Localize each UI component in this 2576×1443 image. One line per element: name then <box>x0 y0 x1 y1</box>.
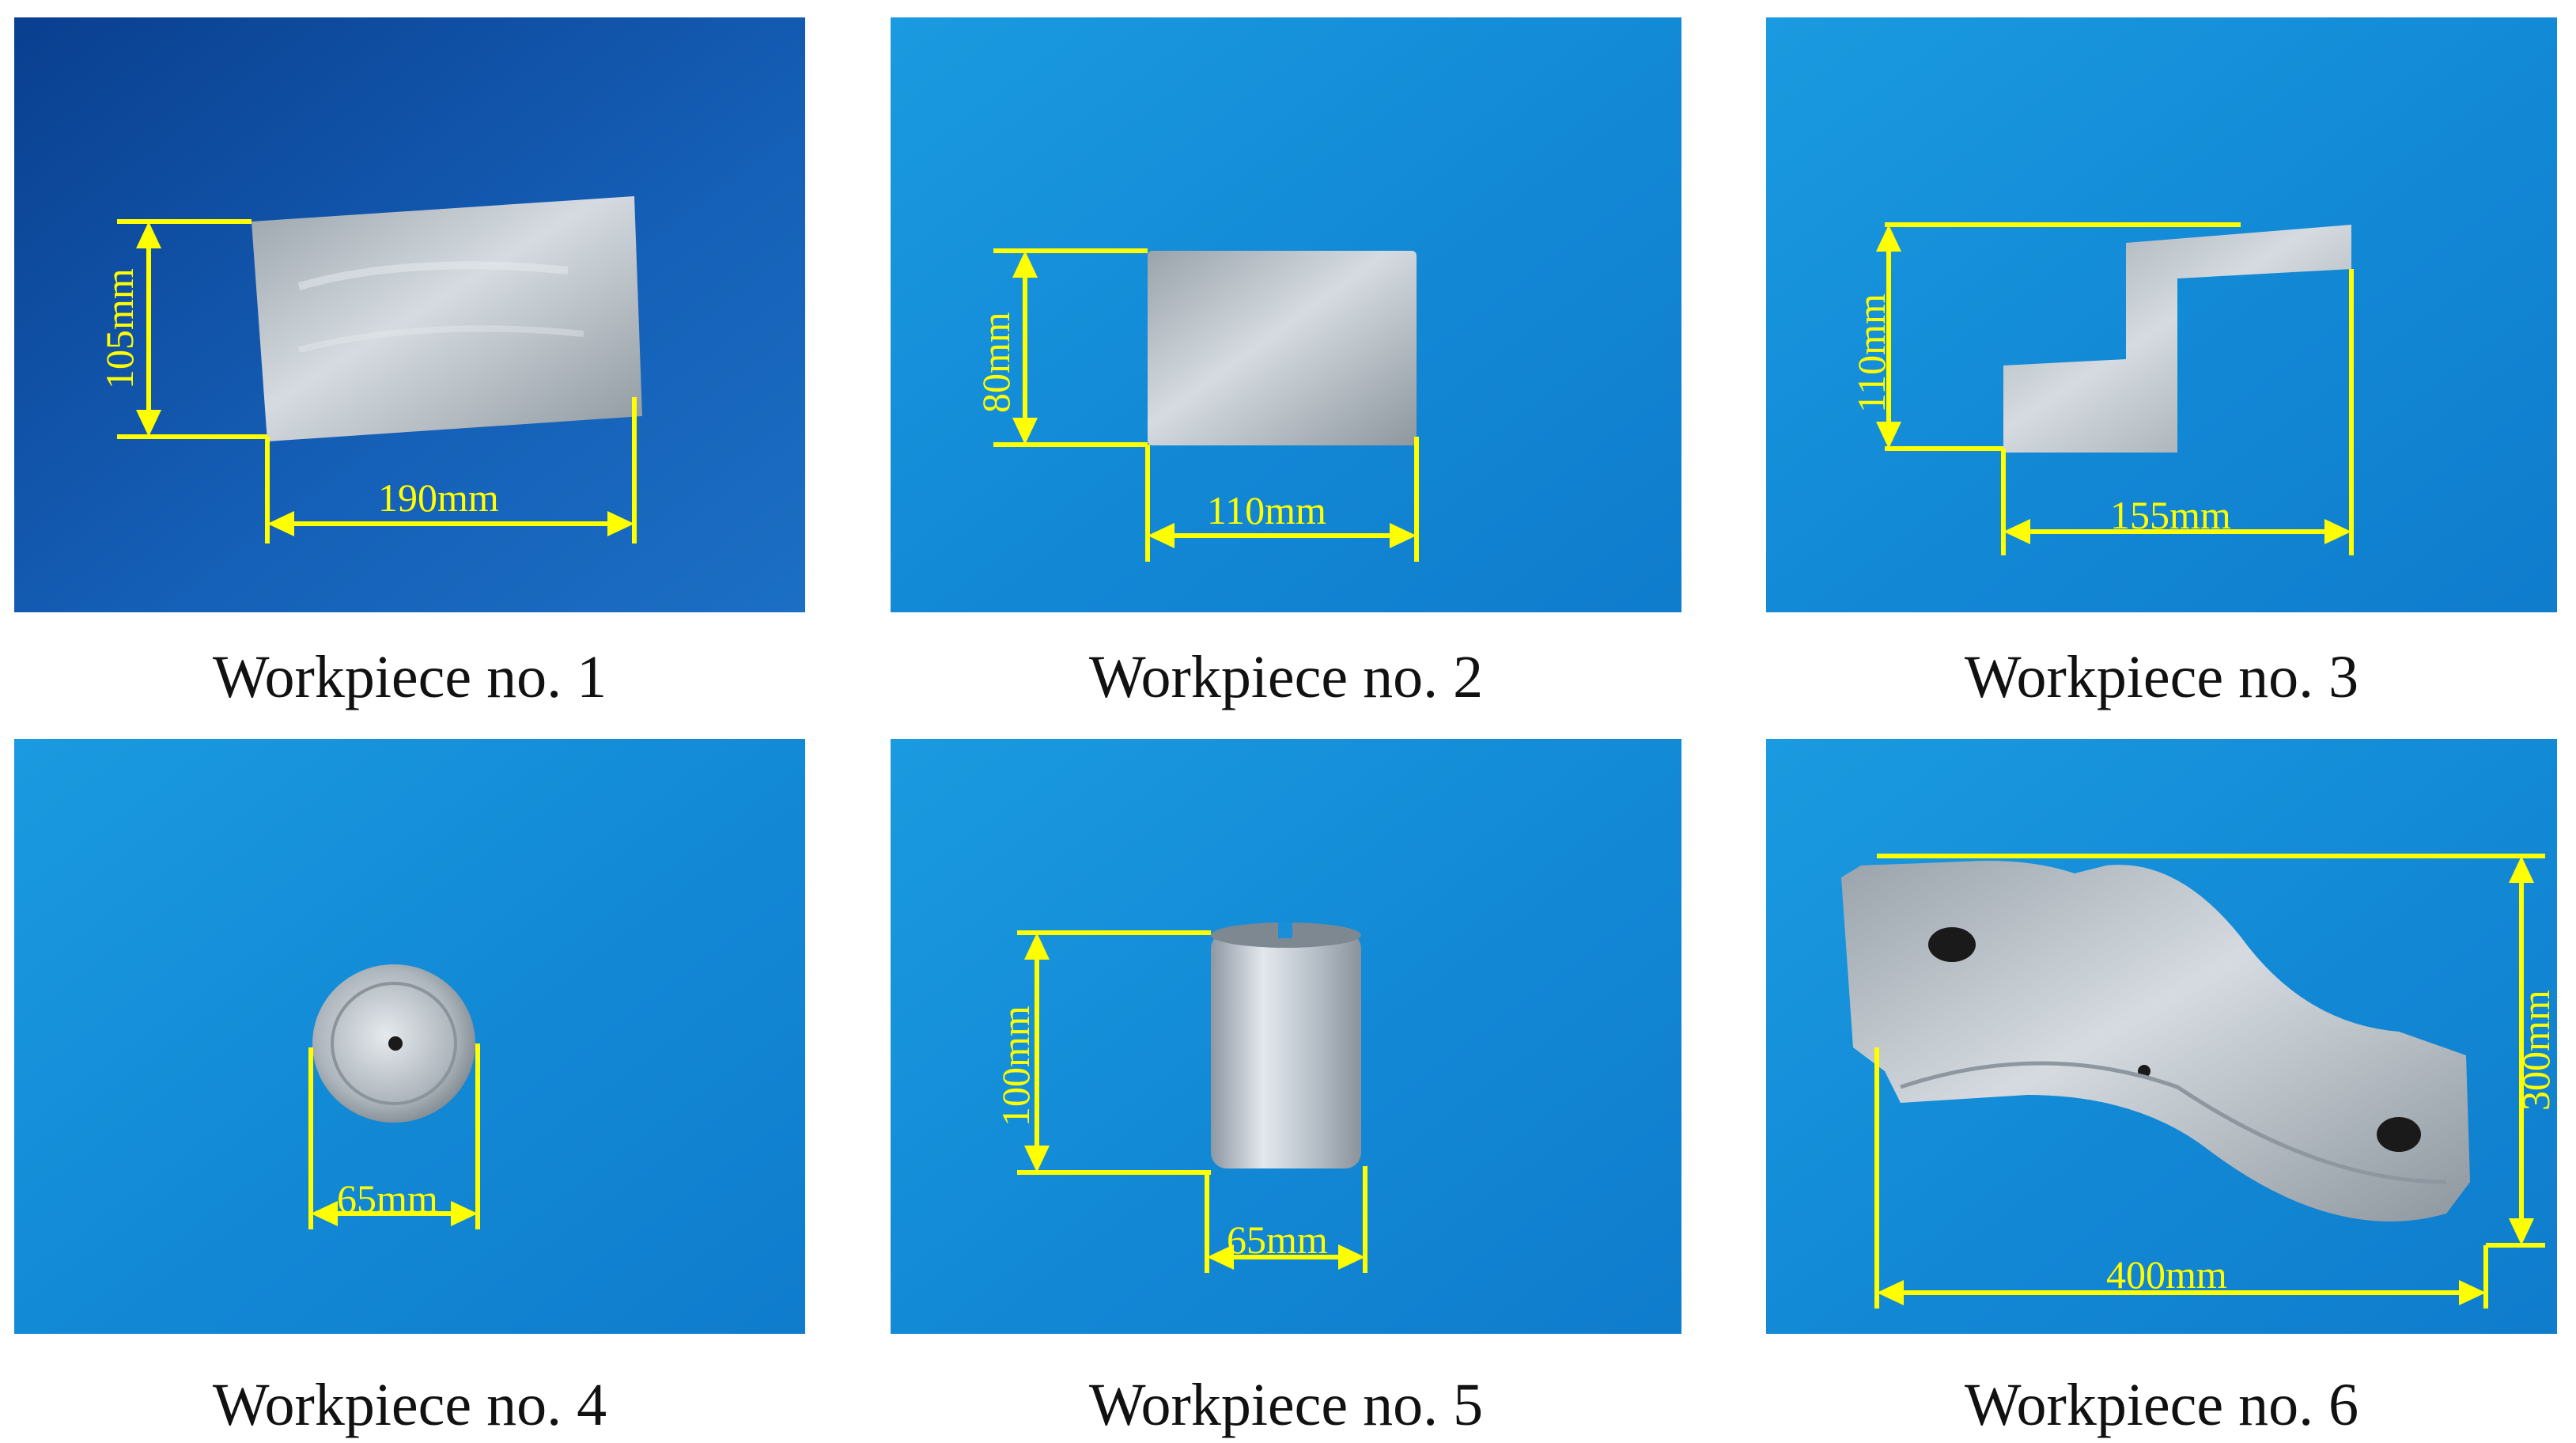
caption-6: Workpiece no. 6 <box>1964 1372 2359 1438</box>
caption-4: Workpiece no. 4 <box>212 1372 607 1438</box>
workpiece-5-diameter-label: 65mm <box>1227 1218 1328 1262</box>
workpiece-2-plate <box>1148 251 1417 445</box>
workpiece-6-height-label: 300mm <box>2514 990 2557 1111</box>
workpiece-4-photo: 65mm <box>14 739 805 1334</box>
workpiece-5-height-label: 100mm <box>993 1006 1038 1127</box>
workpiece-1-width-label: 190mm <box>378 475 499 520</box>
caption-3: Workpiece no. 3 <box>1964 644 2359 710</box>
workpiece-4-diameter-label: 65mm <box>337 1176 438 1221</box>
workpiece-2-photo: 80mm 110mm <box>891 17 1681 612</box>
workpiece-3-bracket <box>2003 225 2351 453</box>
workpiece-3-width-label: 155mm <box>2110 493 2231 537</box>
workpiece-5-photo: 100mm 65mm <box>891 739 1681 1334</box>
workpiece-3-height-label: 110mm <box>1849 294 1893 413</box>
workpiece-2-width-label: 110mm <box>1207 488 1326 532</box>
workpiece-1-photo: 105mm 190mm <box>14 17 805 612</box>
workpiece-5-cylinder <box>1211 933 1361 1168</box>
workpiece-1-height-label: 105mm <box>97 268 142 389</box>
workpiece-6-bracket <box>1841 861 2470 1221</box>
workpiece-6-width-label: 400mm <box>2106 1252 2227 1297</box>
caption-5: Workpiece no. 5 <box>1088 1372 1484 1438</box>
workpiece-6-photo: 300mm 400mm <box>1766 739 2557 1334</box>
caption-1: Workpiece no. 1 <box>212 644 607 710</box>
workpiece-2-height-label: 80mm <box>974 312 1018 413</box>
caption-2: Workpiece no. 2 <box>1088 644 1484 710</box>
workpiece-3-photo: 110mm 155mm <box>1766 17 2557 612</box>
workpiece-1-plate <box>252 196 642 441</box>
